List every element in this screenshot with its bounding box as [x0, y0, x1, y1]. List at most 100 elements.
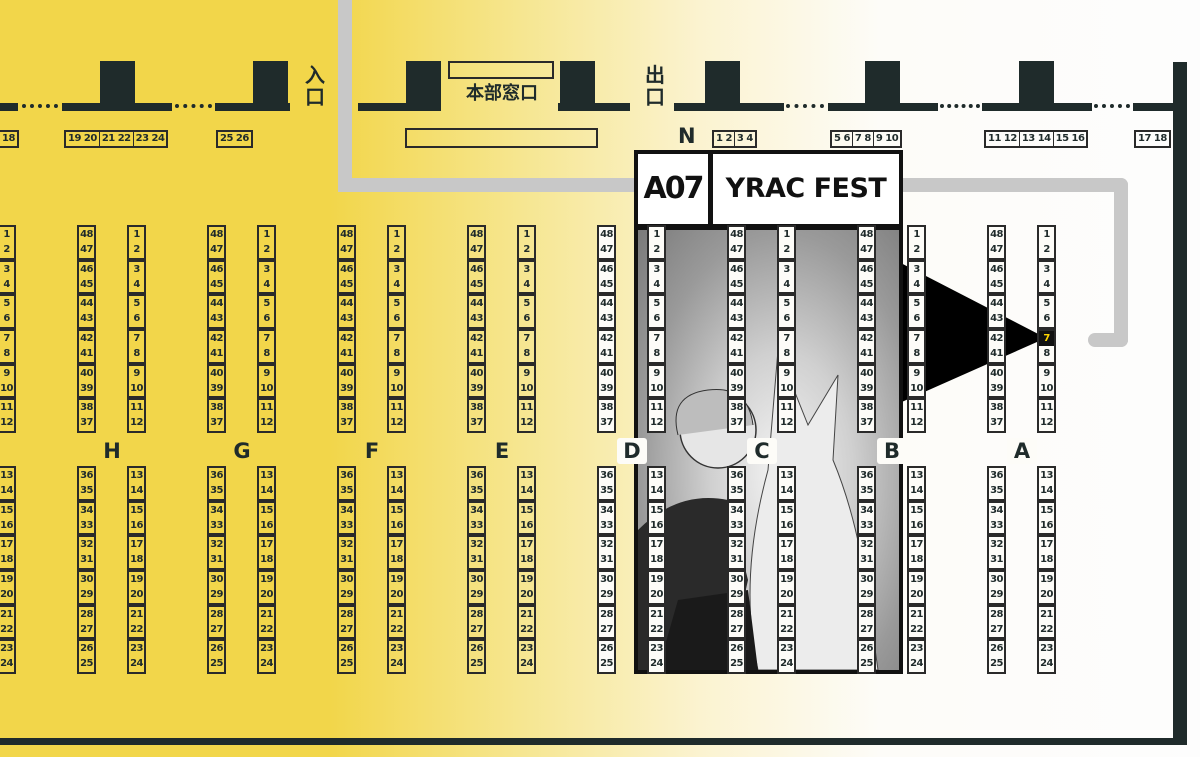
north-booth[interactable]: 21 22 — [100, 132, 134, 146]
north-booth[interactable]: 7 8 — [853, 132, 874, 146]
north-booth[interactable]: 18 — [2, 133, 15, 144]
north-booth[interactable]: 17 18 — [1138, 133, 1167, 144]
north-booth[interactable]: 19 20 — [66, 132, 100, 146]
north-booth[interactable]: 15 16 — [1055, 133, 1085, 144]
north-booth[interactable]: 11 12 — [986, 132, 1020, 146]
